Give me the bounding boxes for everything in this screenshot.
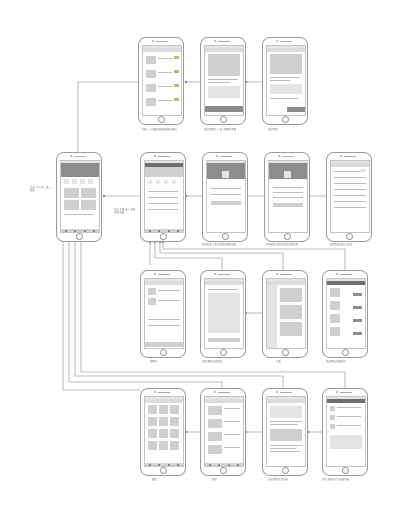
screen-row4-article (262, 388, 308, 476)
caption-row3-list: 商品列表 筛选排序 (326, 360, 346, 363)
caption-row4-grid: 图库 (152, 478, 157, 481)
caption-row4-comments: 评论 发表评论与回复列表 (322, 478, 350, 481)
screen-row3-category (262, 270, 308, 358)
connector-home-comments (80, 240, 346, 390)
connector-profile-chat (154, 242, 223, 272)
screen-main-home (56, 152, 102, 242)
screen-mid-login (202, 152, 248, 242)
screen-mid-settings (326, 152, 372, 242)
caption-top-detail: 商品详情页 + 加入购物车弹窗 (204, 128, 237, 131)
screen-top-detail-2 (262, 37, 308, 125)
caption-mid-login: 登录页面 手机号验证码快速登录 (202, 243, 237, 246)
screen-mid-register (264, 152, 310, 242)
connector-home-news (68, 240, 223, 390)
caption-row3-cart: 购物车 (150, 360, 158, 363)
screen-row3-list (322, 270, 368, 358)
screen-mid-profile (140, 152, 186, 242)
caption-row4-article: 文章详情 评论列表 (268, 478, 288, 481)
screen-top-list-green (138, 37, 184, 125)
caption-top-detail-2: 商品详情 (268, 128, 278, 131)
connector-home-grid (62, 240, 140, 391)
caption-row4-news: 资讯 (212, 478, 217, 481)
connector-home-top (77, 81, 140, 155)
caption-top-list-green: 列表 + 分类筛选按钮绿色标签页 (142, 128, 177, 131)
screen-top-detail (200, 37, 246, 125)
note-profile: 点击 头像 进入 登录注册 页面 (114, 208, 136, 214)
screen-row4-news (200, 388, 246, 476)
screen-row3-cart (140, 270, 186, 358)
screen-row3-chat (200, 270, 246, 358)
screen-row4-grid (140, 388, 186, 476)
screen-row4-comments (322, 388, 368, 476)
caption-row3-chat: 消息 聊天会话页面 (202, 360, 222, 363)
caption-mid-register: 注册页面 填写信息后完成注册 (266, 243, 298, 246)
caption-mid-settings: 设置页面 账号与安全 (330, 243, 353, 246)
connector-home-article (74, 240, 284, 390)
connector-profile-list (162, 242, 346, 272)
note-home: 点击 个人中心 进入 我的 (30, 186, 51, 192)
caption-row3-category: 分类 (276, 360, 281, 363)
connector-profile-cat (159, 242, 284, 272)
